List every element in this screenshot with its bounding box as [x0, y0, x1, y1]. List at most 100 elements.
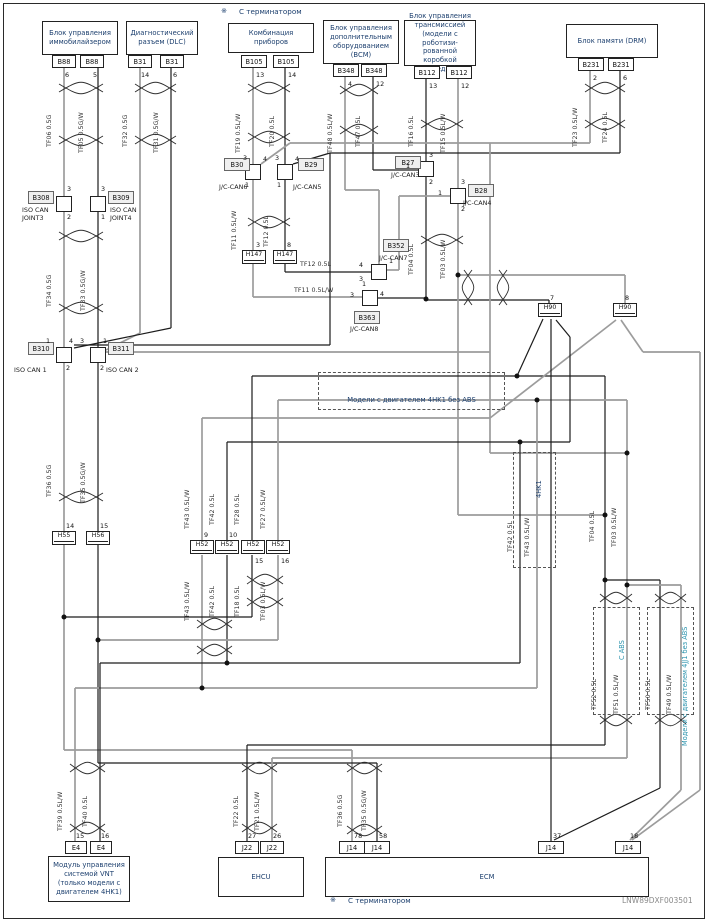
connector-tab-B105: B105	[241, 55, 267, 68]
pin-number: 1	[389, 257, 394, 265]
twisted-pair-icon	[196, 643, 233, 657]
device-box-2: Комбинация приборов	[228, 23, 314, 53]
twisted-pair-icon	[58, 301, 104, 315]
junction-dot	[514, 373, 520, 379]
pin-number: 15	[100, 522, 109, 530]
twisted-pair-icon	[420, 233, 464, 247]
twisted-pair-icon	[584, 81, 626, 95]
device-title: Модуль управления системой VNT (только м…	[53, 861, 125, 896]
connector-tab-B348: B348	[361, 64, 387, 77]
pin-number: 9	[204, 531, 209, 539]
pin-number: 1	[277, 181, 282, 189]
pin-number: 4	[263, 155, 268, 163]
pin-number: 16	[101, 832, 110, 840]
option-region-3	[647, 607, 694, 715]
junction-name-B28: J/C-CAN4	[463, 199, 492, 207]
junction-name-B309: ISO CAN JOINT4	[110, 206, 137, 222]
device-box-8: ECM	[325, 857, 649, 897]
inline-connector-H90-3: H90	[613, 303, 637, 317]
twisted-pair-icon	[69, 821, 106, 835]
junction-dot	[224, 660, 230, 666]
device-box-4: Блок управления трансмиссией (модели с р…	[404, 12, 476, 73]
twisted-pair-icon	[339, 123, 379, 137]
junction-id-B29: B29	[298, 158, 324, 171]
pin-number: 2	[67, 213, 72, 221]
junction-dot	[624, 450, 630, 456]
pin-number: 15	[255, 557, 264, 565]
twisted-pair-icon	[58, 229, 104, 243]
option-annotation: С ABS	[618, 640, 626, 660]
inline-connector-H147-1: H147	[273, 250, 297, 264]
twisted-pair-icon	[246, 573, 284, 587]
pin-number: 4	[348, 80, 353, 88]
wire-label: TF47 0.5L	[355, 115, 362, 147]
pin-number: 3	[350, 291, 355, 299]
junction-dot	[534, 397, 540, 403]
junction-name-B30: J/C-CAN6	[219, 183, 248, 191]
connector-tab-J14: J14	[538, 841, 564, 854]
wire-label: TF35 0.5G/W	[80, 462, 87, 503]
wire-label: TF11 0.5L/W	[231, 210, 238, 250]
twisted-pair-icon	[134, 133, 177, 147]
inline-connector-H147-0: H147	[242, 250, 266, 264]
twisted-pair-icon	[247, 81, 291, 95]
wire-label: TF04 0.5L	[589, 510, 596, 542]
wire-label: TF42 0.5L	[209, 493, 216, 525]
junction-dot	[602, 577, 608, 583]
option-annotation: 4HK1	[535, 480, 543, 498]
twisted-pair-icon	[58, 133, 104, 147]
connector-tab-E4: E4	[65, 841, 87, 854]
wire-label: TF27 0.5L/W	[260, 489, 267, 529]
junction-name-B363: J/C-CAN8	[350, 325, 379, 333]
device-title: Блок управления иммобилайзером	[49, 29, 111, 46]
twisted-pair-icon	[241, 761, 278, 775]
connector-tab-B31: B31	[160, 55, 184, 68]
pin-number: 2	[100, 364, 105, 372]
connector-tab-J14: J14	[615, 841, 641, 854]
wire-label: TF28 0.5L	[234, 493, 241, 525]
connector-tab-B231: B231	[608, 58, 634, 71]
junction-id-B28: B28	[468, 184, 494, 197]
junction-name-B308: ISO CAN JOINT3	[22, 206, 49, 222]
wire-label: TF31 0.5G/W	[153, 112, 160, 153]
device-title: Диагностический разъем (DLC)	[130, 29, 194, 46]
wire-label: TF04 0.5L	[408, 243, 415, 275]
terminator-note-bottom-icon: ※	[330, 895, 337, 904]
pin-number: 1	[245, 181, 250, 189]
connector-tab-B348: B348	[333, 64, 359, 77]
pin-number: 14	[288, 71, 297, 79]
inline-connector-H52-8: H52	[241, 540, 265, 554]
pin-number: 2	[429, 178, 434, 186]
wire-label: TF39 0.5L/W	[57, 791, 64, 831]
junction-name-B311: ISO CAN 2	[106, 366, 139, 374]
pin-number: 6	[173, 71, 178, 79]
device-box-1: Диагностический разъем (DLC)	[126, 21, 198, 55]
wire-segment	[489, 319, 617, 419]
pin-number: 8	[287, 241, 292, 249]
pin-number: 1	[406, 162, 411, 170]
junction-dot	[61, 614, 67, 620]
twisted-pair-icon	[599, 591, 633, 605]
pin-number: 6	[623, 74, 628, 82]
pin-number: 7	[550, 294, 555, 302]
junction-dot	[199, 685, 205, 691]
junction-id-B363: B363	[354, 311, 380, 324]
pin-number: 2	[461, 205, 466, 213]
twisted-pair-icon	[339, 83, 379, 97]
twisted-pair-icon	[196, 617, 233, 631]
junction-name-B352: J/C-CAN7	[379, 254, 408, 262]
pin-number: 3	[243, 154, 248, 162]
pin-number: 3	[275, 154, 280, 162]
wire-label: TF03 0.5L/W	[440, 239, 447, 279]
twisted-pair-icon	[461, 269, 475, 306]
option-region-0	[318, 372, 505, 410]
wire-segment	[553, 787, 661, 841]
junction-square-B310	[56, 347, 72, 363]
pin-number: 4	[295, 155, 300, 163]
wire-label: TF15 0.5L/W	[440, 113, 447, 153]
twisted-pair-icon	[247, 130, 291, 144]
connector-tab-E4: E4	[90, 841, 112, 854]
wire-label: TF23 0.5L/W	[572, 107, 579, 147]
wire-segment	[620, 319, 644, 353]
